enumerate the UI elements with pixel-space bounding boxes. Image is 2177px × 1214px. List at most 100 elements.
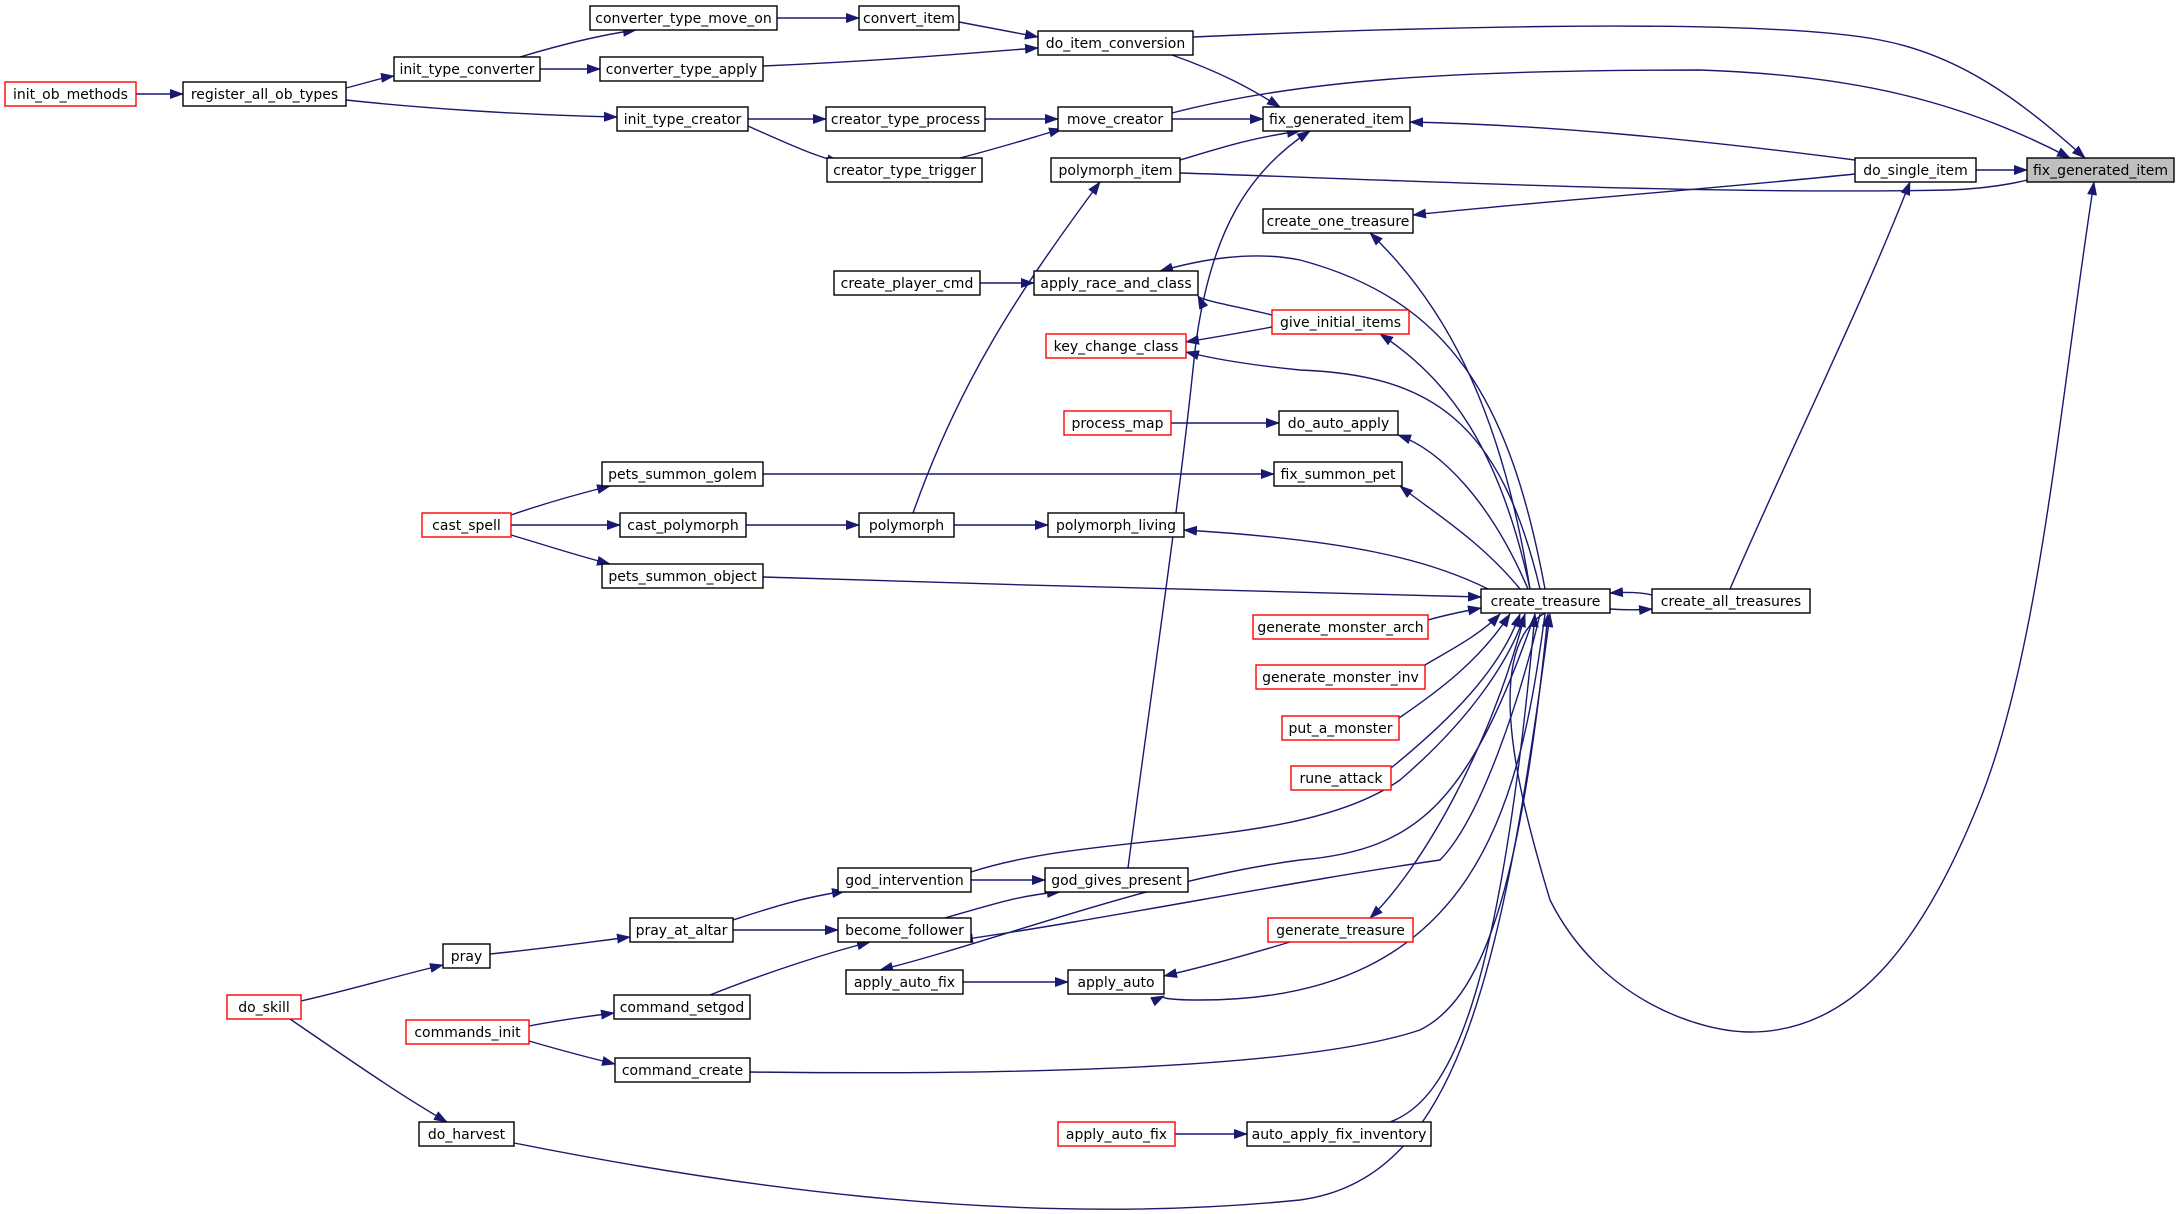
node-label: polymorph bbox=[869, 518, 944, 534]
edge-init_type_converter-converter_type_move_on bbox=[519, 26, 637, 58]
node-box bbox=[1854, 157, 1977, 183]
edge-create_treasure-polymorph_living bbox=[1183, 525, 1489, 590]
node-label: create_one_treasure bbox=[1267, 214, 1410, 230]
node-label: pets_summon_object bbox=[608, 569, 757, 585]
node-give-initial-items[interactable]: give_initial_items bbox=[1271, 309, 1410, 335]
edge-convert_item-do_item_conversion bbox=[958, 21, 1039, 40]
node-create-treasure[interactable]: create_treasure bbox=[1480, 588, 1611, 614]
node-create-all-treasures[interactable]: create_all_treasures bbox=[1651, 588, 1811, 614]
node-label: become_follower bbox=[845, 923, 964, 939]
node-box bbox=[1262, 106, 1411, 132]
node-command-create[interactable]: command_create bbox=[614, 1057, 751, 1083]
node-pets-summon-golem[interactable]: pets_summon_golem bbox=[601, 461, 764, 487]
node-pets-summon-object[interactable]: pets_summon_object bbox=[601, 563, 764, 589]
node-commands-init[interactable]: commands_init bbox=[405, 1019, 530, 1045]
node-label: create_treasure bbox=[1491, 594, 1601, 610]
node-cast-spell[interactable]: cast_spell bbox=[421, 512, 512, 538]
node-generate-monster-inv[interactable]: generate_monster_inv bbox=[1255, 664, 1426, 690]
node-apply-auto-fix-red[interactable]: apply_auto_fix bbox=[1057, 1121, 1176, 1147]
node-auto-apply-fix-inventory[interactable]: auto_apply_fix_inventory bbox=[1246, 1121, 1432, 1147]
node-box bbox=[614, 1057, 751, 1083]
edge-pray_at_altar-god_intervention bbox=[732, 888, 846, 921]
node-init-type-creator[interactable]: init_type_creator bbox=[616, 106, 749, 132]
node-label: do_harvest bbox=[428, 1127, 506, 1143]
node-pray-at-altar[interactable]: pray_at_altar bbox=[629, 917, 734, 943]
node-create-player-cmd[interactable]: create_player_cmd bbox=[833, 270, 981, 296]
node-do-harvest[interactable]: do_harvest bbox=[418, 1121, 515, 1147]
edge-move_creator-root bbox=[1171, 69, 2071, 159]
node-key-change-class[interactable]: key_change_class bbox=[1045, 333, 1187, 359]
node-label: do_single_item bbox=[1863, 163, 1968, 179]
node-cast-polymorph[interactable]: cast_polymorph bbox=[619, 512, 747, 538]
node-polymorph[interactable]: polymorph bbox=[858, 512, 955, 538]
edge-do_skill-do_harvest bbox=[289, 1018, 448, 1123]
node-do-single-item[interactable]: do_single_item bbox=[1854, 157, 1977, 183]
node-apply-auto[interactable]: apply_auto bbox=[1067, 969, 1165, 995]
edge-generate_monster_arch-create_treasure bbox=[1427, 605, 1482, 621]
node-label: cast_spell bbox=[432, 518, 501, 534]
node-box bbox=[589, 5, 778, 31]
node-polymorph-living[interactable]: polymorph_living bbox=[1047, 512, 1185, 538]
node-box bbox=[1067, 969, 1165, 995]
node-fix-summon-pet[interactable]: fix_summon_pet bbox=[1273, 461, 1403, 487]
node-god-gives-present[interactable]: god_gives_present bbox=[1044, 867, 1189, 893]
node-box bbox=[418, 1121, 515, 1147]
node-label: apply_auto_fix bbox=[854, 975, 955, 991]
node-label: process_map bbox=[1072, 416, 1164, 432]
node-fix-generated-item-mid[interactable]: fix_generated_item bbox=[1262, 106, 1411, 132]
node-convert-item[interactable]: convert_item bbox=[858, 5, 960, 31]
node-box bbox=[1651, 588, 1811, 614]
node-creator-type-trigger[interactable]: creator_type_trigger bbox=[826, 157, 983, 183]
edge-god_intervention-create_treasure bbox=[970, 613, 1526, 873]
node-generate-monster-arch[interactable]: generate_monster_arch bbox=[1252, 614, 1429, 640]
node-become-follower[interactable]: become_follower bbox=[837, 917, 972, 943]
node-rune-attack[interactable]: rune_attack bbox=[1290, 765, 1392, 791]
node-box bbox=[421, 512, 512, 538]
node-label: command_create bbox=[622, 1063, 743, 1079]
node-do-skill[interactable]: do_skill bbox=[226, 994, 302, 1020]
node-generate-treasure[interactable]: generate_treasure bbox=[1267, 917, 1414, 943]
edge-create_treasure-apply_auto bbox=[1150, 613, 1546, 1007]
node-process-map[interactable]: process_map bbox=[1063, 410, 1172, 436]
node-label: do_auto_apply bbox=[1288, 416, 1390, 432]
node-init-ob-methods[interactable]: init_ob_methods bbox=[4, 81, 137, 107]
node-label: pets_summon_golem bbox=[608, 467, 757, 483]
node-init-type-converter[interactable]: init_type_converter bbox=[393, 56, 541, 82]
node-do-item-conversion[interactable]: do_item_conversion bbox=[1037, 30, 1194, 56]
node-label: converter_type_apply bbox=[606, 62, 757, 78]
node-converter-type-apply[interactable]: converter_type_apply bbox=[599, 56, 764, 82]
node-god-intervention[interactable]: god_intervention bbox=[837, 867, 972, 893]
node-creator-type-process[interactable]: creator_type_process bbox=[825, 106, 986, 132]
node-label: generate_monster_inv bbox=[1262, 670, 1419, 686]
node-box bbox=[405, 1019, 530, 1045]
edge-polymorph_item-fix_generated_item_mid bbox=[1179, 127, 1301, 161]
node-pray[interactable]: pray bbox=[442, 943, 491, 969]
node-command-setgod[interactable]: command_setgod bbox=[613, 994, 751, 1020]
node-box bbox=[1480, 588, 1611, 614]
node-apply-race-and-class[interactable]: apply_race_and_class bbox=[1033, 270, 1199, 296]
node-create-one-treasure[interactable]: create_one_treasure bbox=[1262, 208, 1414, 234]
edge-polymorph_item-root bbox=[1179, 172, 2051, 192]
edge-commands_init-command_setgod bbox=[528, 1009, 615, 1027]
node-box bbox=[1033, 270, 1199, 296]
node-apply-auto-fix[interactable]: apply_auto_fix bbox=[845, 969, 964, 995]
node-do-auto-apply[interactable]: do_auto_apply bbox=[1278, 410, 1399, 436]
node-box bbox=[858, 512, 955, 538]
edge-create_treasure-create_all_treasures bbox=[1609, 605, 1653, 616]
node-register-all-ob-types[interactable]: register_all_ob_types bbox=[182, 81, 347, 107]
edge-pray-pray_at_altar bbox=[489, 933, 631, 955]
node-box bbox=[613, 994, 751, 1020]
node-label: god_gives_present bbox=[1051, 873, 1182, 889]
node-put-a-monster[interactable]: put_a_monster bbox=[1281, 715, 1400, 741]
node-label: generate_treasure bbox=[1276, 923, 1405, 939]
node-polymorph-item[interactable]: polymorph_item bbox=[1050, 157, 1181, 183]
node-move-creator[interactable]: move_creator bbox=[1057, 106, 1173, 132]
node-box bbox=[1281, 715, 1400, 741]
node-box bbox=[2026, 157, 2175, 183]
node-box bbox=[182, 81, 347, 107]
edge-pets_summon_object-create_treasure bbox=[762, 576, 1482, 602]
node-converter-type-move-on[interactable]: converter_type_move_on bbox=[589, 5, 778, 31]
node-label: apply_auto_fix bbox=[1066, 1127, 1167, 1143]
edge-create_treasure-create_one_treasure bbox=[1369, 232, 1531, 590]
edge-create_treasure-root bbox=[1509, 181, 2097, 1033]
